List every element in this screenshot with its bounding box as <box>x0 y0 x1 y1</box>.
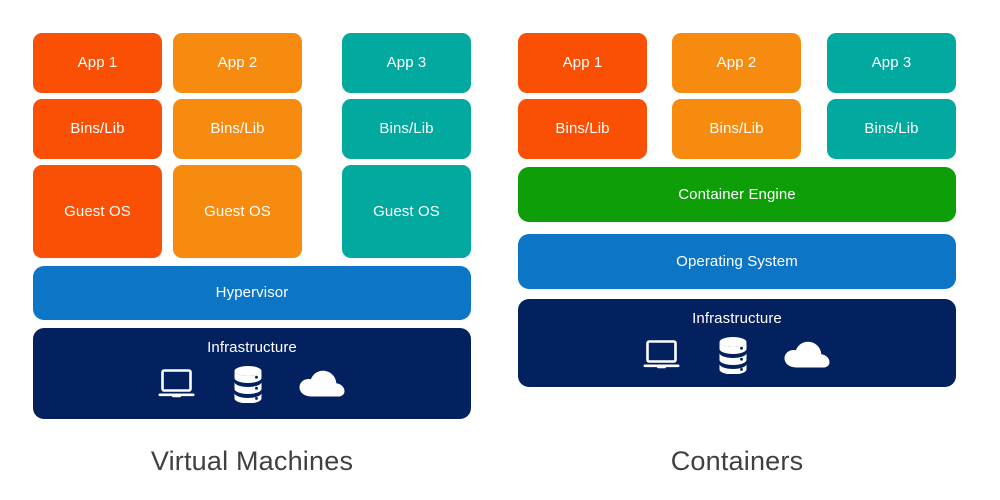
vm-app-2-label: App 2 <box>217 54 258 72</box>
containers-panel: App 1 Bins/Lib App 2 Bins/Lib App 3 Bins… <box>500 0 1000 500</box>
vm-app-1-block[interactable]: App 1 <box>33 33 162 93</box>
vm-hypervisor-block[interactable]: Hypervisor <box>33 266 471 320</box>
ctr-app-1-block[interactable]: App 1 <box>518 33 647 93</box>
vm-guest-os-3-label: Guest OS <box>373 202 440 220</box>
vm-hypervisor-label: Hypervisor <box>215 284 289 302</box>
ctr-bins-lib-3-label: Bins/Lib <box>864 120 919 138</box>
ctr-operating-system-label: Operating System <box>676 252 798 270</box>
vm-guest-os-3-block[interactable]: Guest OS <box>342 165 471 258</box>
vm-guest-os-1-block[interactable]: Guest OS <box>33 165 162 258</box>
ctr-bins-lib-1-block[interactable]: Bins/Lib <box>518 99 647 159</box>
cloud-icon <box>783 340 831 370</box>
ctr-infrastructure-block[interactable]: Infrastructure <box>518 299 956 387</box>
ctr-bins-lib-3-block[interactable]: Bins/Lib <box>827 99 956 159</box>
ctr-operating-system-block[interactable]: Operating System <box>518 234 956 289</box>
vm-bins-lib-1-label: Bins/Lib <box>70 120 125 138</box>
virtual-machines-panel: App 1 Bins/Lib Guest OS App 2 Bins/Lib G… <box>33 33 471 476</box>
vm-guest-os-2-label: Guest OS <box>204 202 271 220</box>
vm-infrastructure-label: Infrastructure <box>207 339 297 356</box>
vm-guest-os-1-label: Guest OS <box>64 202 131 220</box>
database-icon <box>717 336 749 375</box>
laptop-icon <box>158 368 198 400</box>
containers-caption: Containers <box>670 446 804 476</box>
ctr-container-engine-block[interactable]: Container Engine <box>518 167 956 222</box>
vm-bins-lib-2-label: Bins/Lib <box>210 120 265 138</box>
virtual-machines-caption: Virtual Machines <box>150 446 354 476</box>
vm-infrastructure-block[interactable]: Infrastructure <box>33 328 471 419</box>
vm-bins-lib-3-label: Bins/Lib <box>379 120 434 138</box>
vm-app-2-block[interactable]: App 2 <box>173 33 302 93</box>
vm-infrastructure-icon-row <box>158 365 346 404</box>
database-icon <box>232 365 264 404</box>
ctr-infrastructure-label: Infrastructure <box>692 310 782 327</box>
vm-bins-lib-3-block[interactable]: Bins/Lib <box>342 99 471 159</box>
vm-bins-lib-2-block[interactable]: Bins/Lib <box>173 99 302 159</box>
vm-app-3-label: App 3 <box>386 54 427 72</box>
vm-app-1-label: App 1 <box>77 54 118 72</box>
ctr-app-3-label: App 3 <box>871 54 912 72</box>
laptop-icon <box>643 339 683 371</box>
ctr-bins-lib-1-label: Bins/Lib <box>555 120 610 138</box>
ctr-infrastructure-icon-row <box>643 336 831 375</box>
ctr-container-engine-label: Container Engine <box>678 185 796 203</box>
vm-bins-lib-1-block[interactable]: Bins/Lib <box>33 99 162 159</box>
ctr-bins-lib-2-block[interactable]: Bins/Lib <box>672 99 801 159</box>
ctr-app-2-label: App 2 <box>716 54 757 72</box>
ctr-app-3-block[interactable]: App 3 <box>827 33 956 93</box>
cloud-icon <box>298 369 346 399</box>
ctr-bins-lib-2-label: Bins/Lib <box>709 120 764 138</box>
ctr-app-1-label: App 1 <box>562 54 603 72</box>
ctr-app-2-block[interactable]: App 2 <box>672 33 801 93</box>
vm-app-3-block[interactable]: App 3 <box>342 33 471 93</box>
vm-guest-os-2-block[interactable]: Guest OS <box>173 165 302 258</box>
